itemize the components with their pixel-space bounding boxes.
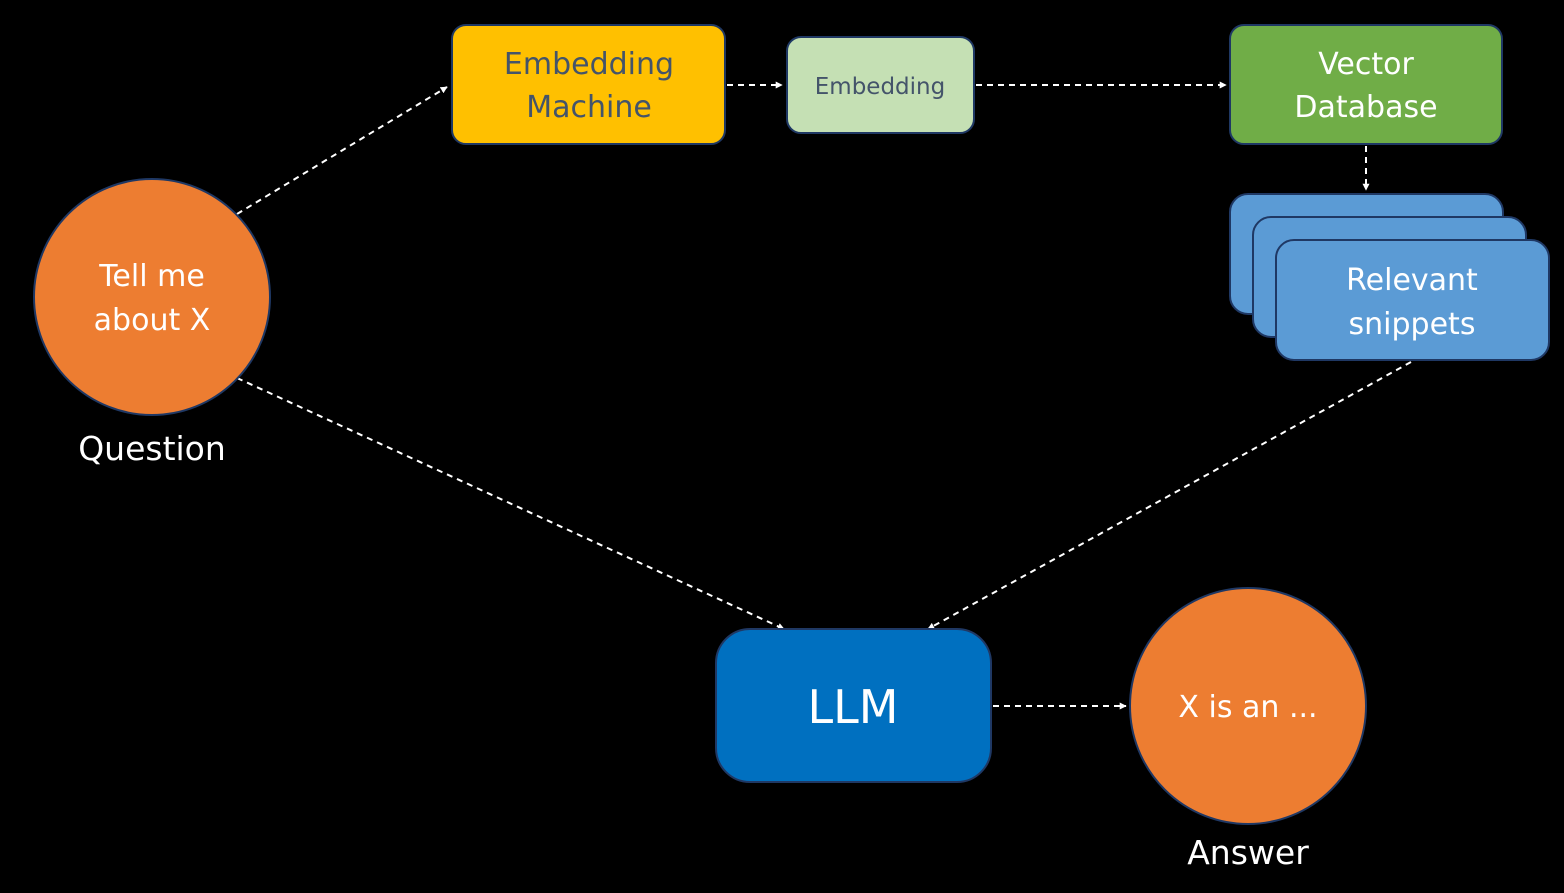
embedding-machine-node: Embedding Machine bbox=[451, 24, 726, 145]
embedding-machine-label-line-2: Machine bbox=[526, 90, 652, 125]
answer-circle bbox=[1129, 587, 1367, 825]
llm-box bbox=[715, 628, 992, 783]
edge-question-to-llm bbox=[236, 377, 785, 630]
relevant-snippets-label-line-1: Relevant bbox=[1346, 263, 1478, 298]
snippet-card-front bbox=[1275, 239, 1550, 361]
question-circle bbox=[33, 178, 271, 416]
question-label-line-1: Tell me bbox=[98, 259, 205, 294]
embedding-label: Embedding bbox=[815, 74, 945, 100]
answer-node: X is an ... Answer bbox=[1129, 587, 1367, 872]
question-label-line-2: about X bbox=[94, 303, 211, 338]
embedding-box bbox=[786, 36, 975, 134]
edge-question-to-embedding-machine bbox=[236, 86, 448, 215]
relevant-snippets-label-line-2: snippets bbox=[1349, 307, 1476, 342]
question-caption: Question bbox=[78, 429, 226, 468]
vector-database-label-line-1: Vector bbox=[1318, 47, 1414, 82]
edge-snippets-to-llm bbox=[927, 361, 1412, 630]
embedding-machine-box bbox=[451, 24, 726, 145]
edges bbox=[236, 81, 1412, 710]
embedding-machine-label-line-1: Embedding bbox=[504, 47, 674, 82]
answer-label: X is an ... bbox=[1178, 690, 1317, 725]
relevant-snippets-node: Relevant snippets bbox=[1229, 193, 1550, 361]
llm-label: LLM bbox=[808, 680, 899, 734]
vector-database-box bbox=[1229, 24, 1503, 145]
answer-caption: Answer bbox=[1187, 833, 1309, 872]
vector-database-node: Vector Database bbox=[1229, 24, 1503, 145]
vector-database-label-line-2: Database bbox=[1294, 90, 1437, 125]
embedding-node: Embedding bbox=[786, 36, 975, 134]
llm-node: LLM bbox=[715, 628, 992, 783]
question-node: Tell me about X Question bbox=[33, 178, 271, 468]
